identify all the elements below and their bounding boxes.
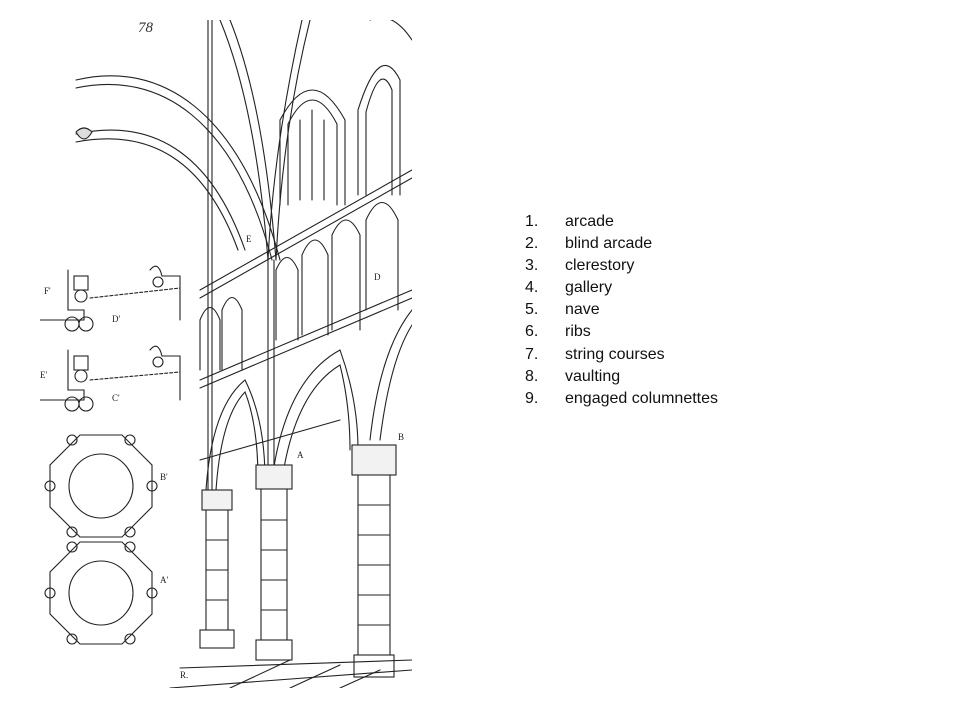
- plate-letter-a: A: [297, 450, 304, 460]
- plate-letter-a-prime: A': [160, 575, 169, 585]
- cathedral-nave-engraving: [40, 20, 412, 688]
- main-arcade: [204, 309, 412, 511]
- gallery-arcade: [199, 201, 399, 371]
- legend-number: 3.: [525, 257, 539, 275]
- legend-number: 2.: [525, 235, 539, 253]
- clerestory-windows: [279, 20, 412, 206]
- legend-item: 8. vaulting: [525, 366, 718, 388]
- legend-number: 5.: [525, 301, 539, 319]
- legend-label: clerestory: [565, 257, 635, 275]
- piers: [199, 20, 397, 678]
- page-number: 78: [138, 20, 153, 36]
- legend-label: engaged columnettes: [565, 389, 718, 407]
- legend-label: gallery: [565, 279, 613, 297]
- plate-letter-e: E: [246, 234, 252, 244]
- legend-item: 4. gallery: [525, 277, 718, 299]
- plate-letter-c: C': [112, 393, 120, 403]
- legend-number: 7.: [525, 345, 539, 363]
- legend-label: vaulting: [565, 367, 621, 385]
- legend-number: 9.: [525, 389, 539, 407]
- plate-letter-f: F': [44, 286, 51, 296]
- plate-letter-e-prime: E': [40, 370, 48, 380]
- legend-item: 2. blind arcade: [525, 233, 718, 255]
- legend-label: blind arcade: [565, 235, 653, 253]
- vault-ribs: [75, 20, 311, 261]
- legend-number: 6.: [525, 323, 539, 341]
- legend-item: 1. arcade: [525, 211, 718, 233]
- string-courses: [199, 169, 412, 461]
- legend-label: nave: [565, 301, 600, 319]
- legend-number: 8.: [525, 367, 539, 385]
- legend-item: 5. nave: [525, 299, 718, 321]
- plate-letter-d: D': [112, 314, 121, 324]
- legend-item: 7. string courses: [525, 344, 718, 366]
- plate-letter-b: B: [398, 432, 405, 442]
- plate-letter-b-prime: B': [160, 472, 168, 482]
- legend-number: 1.: [525, 213, 539, 230]
- plate-letter-r: R.: [180, 670, 189, 680]
- plan-diagrams: [40, 265, 181, 645]
- floor-paving: [169, 659, 412, 688]
- plate-letter-d-right: D: [374, 272, 381, 282]
- legend-item: 6. ribs: [525, 321, 718, 343]
- legend-label: arcade: [565, 213, 614, 230]
- legend-label: ribs: [565, 323, 591, 341]
- legend-label: string courses: [565, 345, 665, 363]
- legend-list: 1. arcade 2. blind arcade 3. clerestory 4. g…: [525, 211, 718, 410]
- legend-item: 9. engaged columnettes: [525, 388, 718, 410]
- legend-number: 4.: [525, 279, 539, 297]
- legend-item: 3. clerestory: [525, 255, 718, 277]
